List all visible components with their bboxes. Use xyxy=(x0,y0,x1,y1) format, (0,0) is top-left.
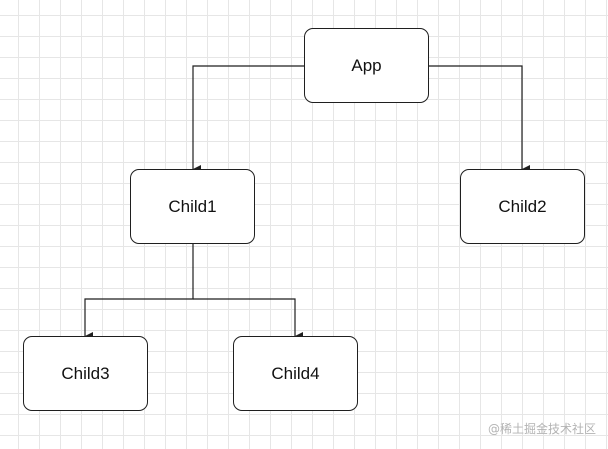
watermark: @稀土掘金技术社区 xyxy=(487,422,596,436)
edge-app-child1 xyxy=(192,65,304,173)
node-child1[interactable]: Child1 xyxy=(130,169,255,244)
node-app[interactable]: App xyxy=(304,28,429,103)
node-label: Child1 xyxy=(168,196,217,216)
node-label: Child3 xyxy=(61,363,110,383)
edge-child1-child4 xyxy=(193,298,303,340)
edge-child1-child3 xyxy=(84,244,194,340)
node-child4[interactable]: Child4 xyxy=(233,336,358,411)
node-child3[interactable]: Child3 xyxy=(23,336,148,411)
node-child2[interactable]: Child2 xyxy=(460,169,585,244)
node-label: Child4 xyxy=(271,363,320,383)
node-label: App xyxy=(351,55,382,75)
node-label: Child2 xyxy=(498,196,547,216)
edge-app-child2 xyxy=(429,65,530,173)
